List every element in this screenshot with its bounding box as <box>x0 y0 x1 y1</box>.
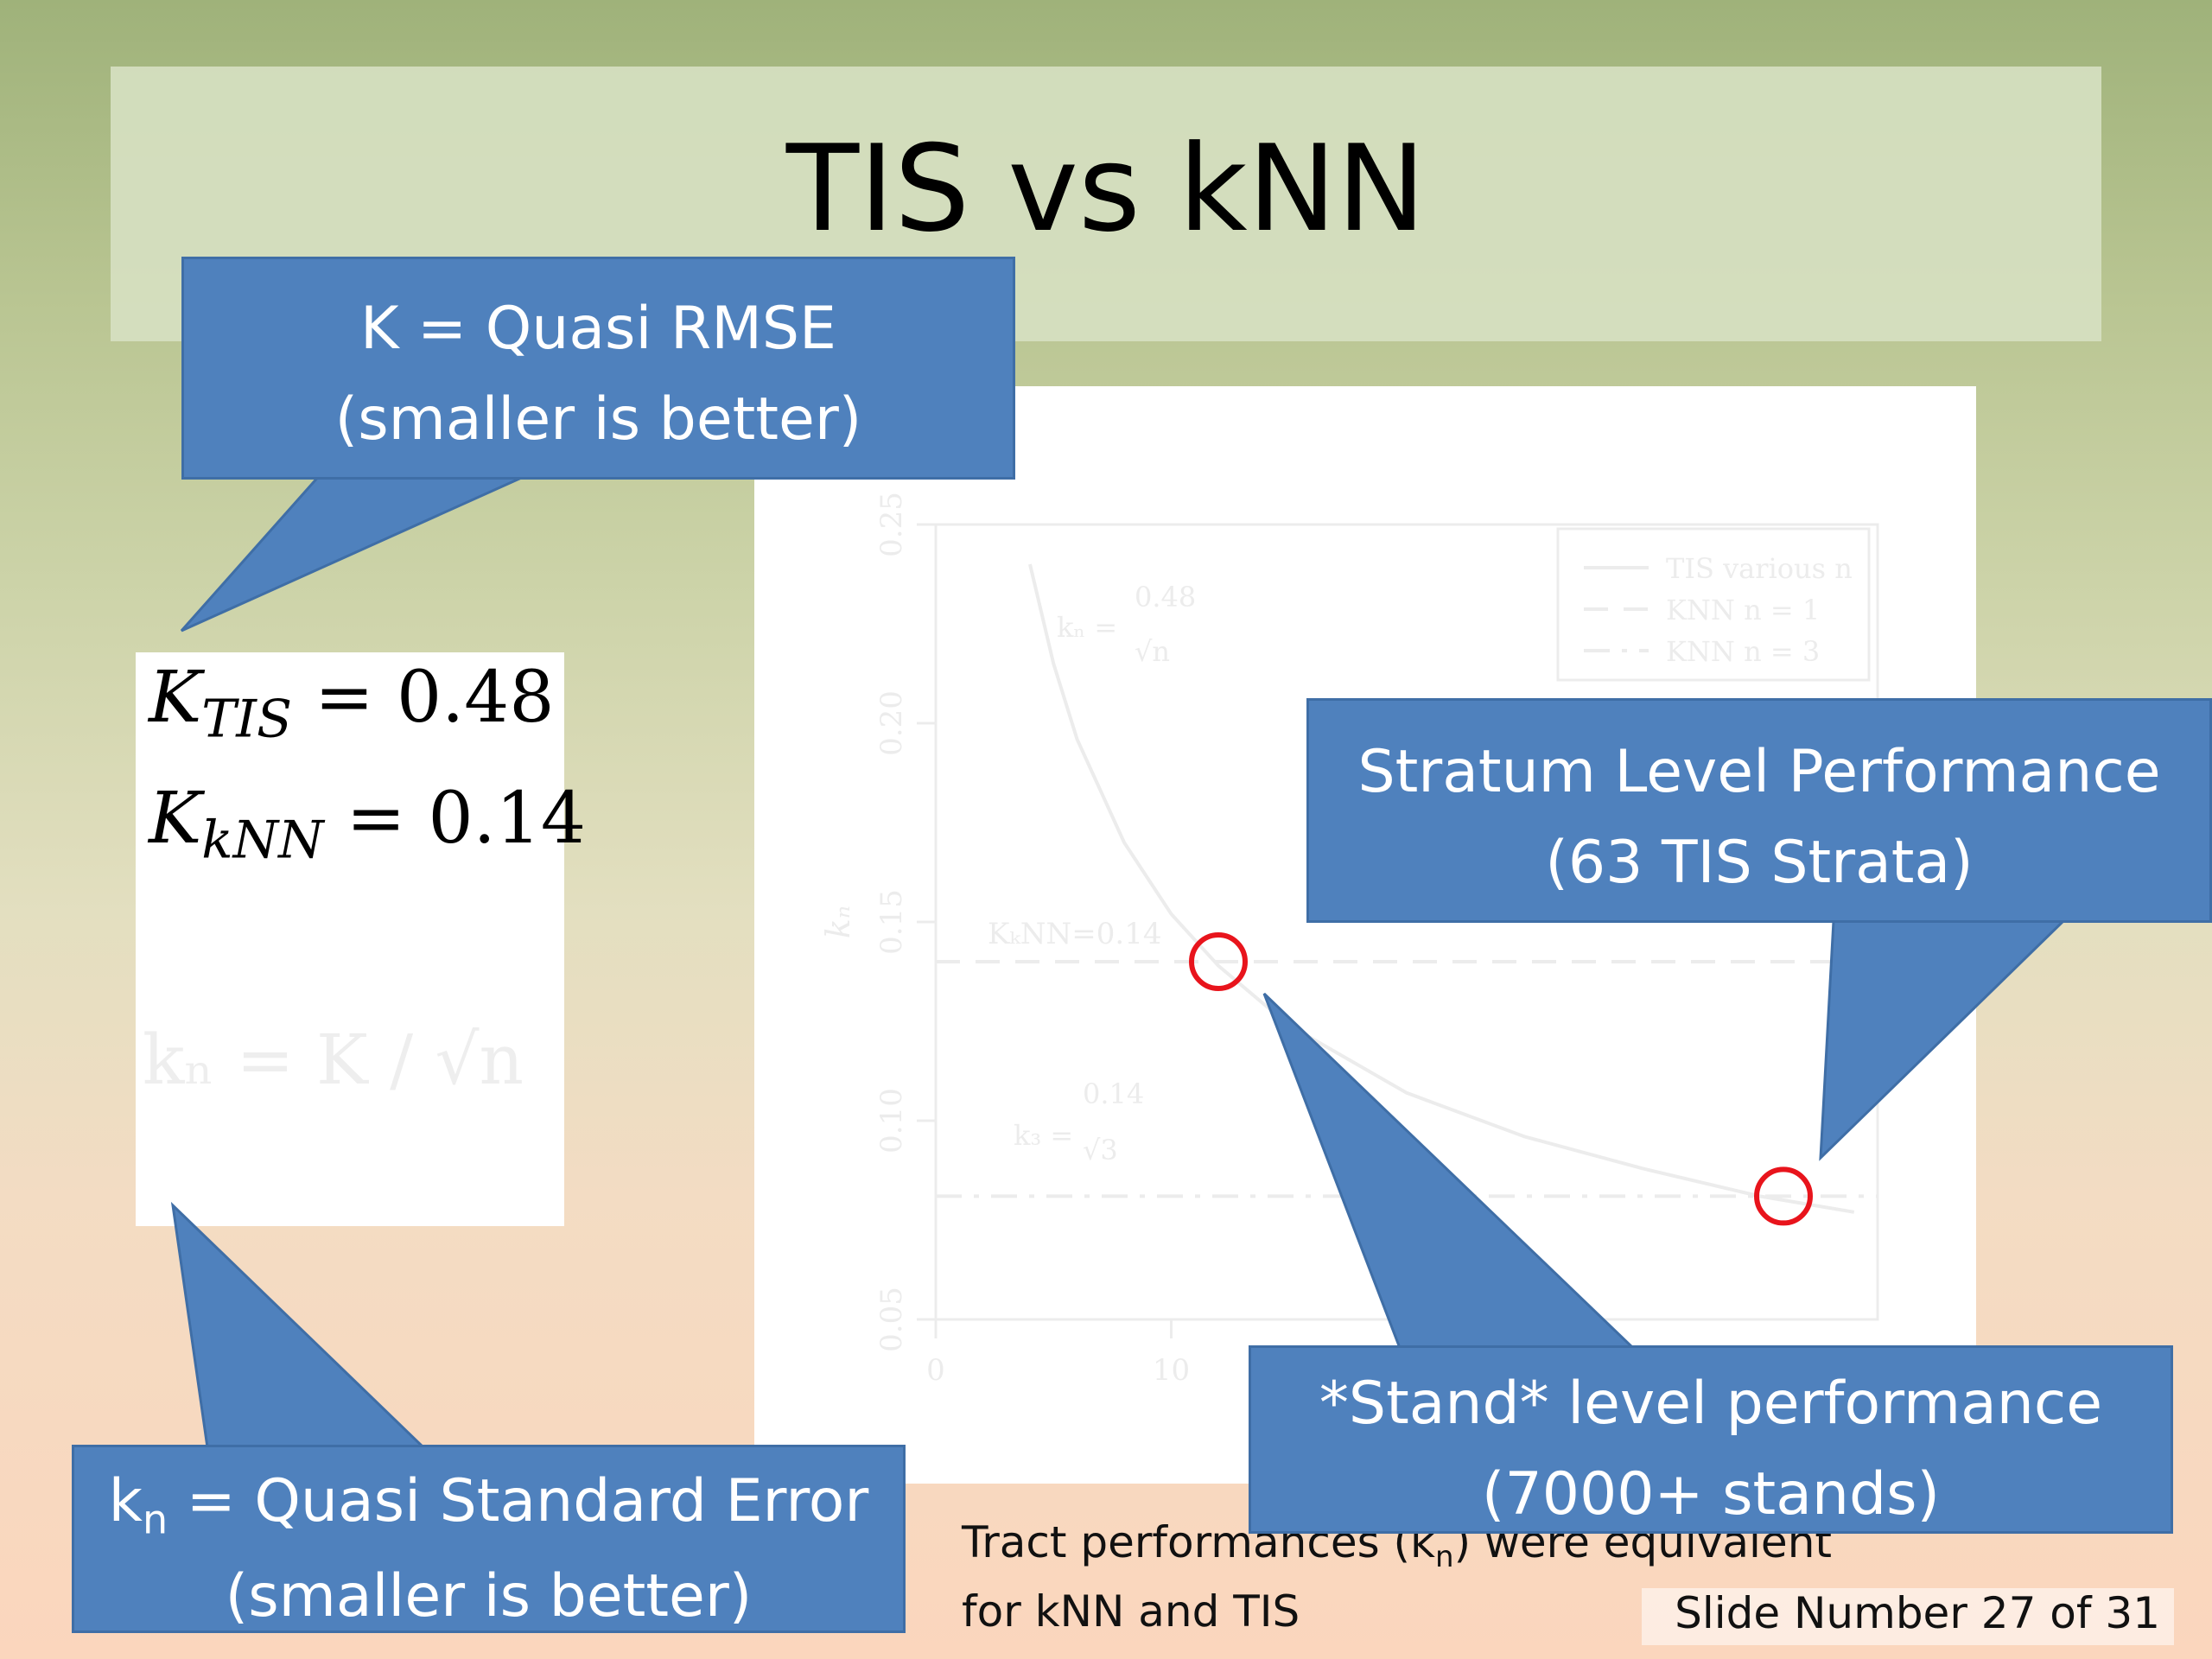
kn-faded-formula: kₙ = K / √n <box>143 1020 524 1100</box>
y-tick-label: 0.20 <box>874 690 909 756</box>
legend-entry: KNN n = 1 <box>1666 594 1820 626</box>
slide-number: Slide Number 27 of 31 <box>1642 1588 2174 1645</box>
footer-note-line2: for kNN and TIS <box>962 1586 1300 1637</box>
y-tick-label: 0.15 <box>874 889 909 955</box>
quasi-se-callout: kn = Quasi Standard Error (smaller is be… <box>72 1445 906 1633</box>
quasi-se-line2: (smaller is better) <box>225 1561 753 1630</box>
knn3-formula-numerator: 0.14 <box>1083 1077 1144 1110</box>
stratum-line2: (63 TIS Strata) <box>1545 829 1974 898</box>
quasi-se-subscript: n <box>143 1496 168 1543</box>
k-knn-value: = 0.14 <box>346 778 587 860</box>
slide-number-text: Slide Number 27 of 31 <box>1675 1588 2160 1638</box>
knn3-formula-denominator: √3 <box>1083 1134 1118 1166</box>
y-axis-label: kₙ <box>819 906 857 938</box>
knn3-formula-annotation: k₃ = <box>1014 1119 1073 1152</box>
x-tick-label: 0 <box>926 1353 945 1388</box>
chart-panel: 0.05 0.10 0.15 0.20 0.25 0 10 kₙ TIS various n KN… <box>754 386 1976 1484</box>
k-knn-subscript: kNN <box>201 810 324 871</box>
highlight-circle <box>1754 1166 1813 1226</box>
k-knn-symbol: K <box>149 778 202 860</box>
stand-line1: *Stand* level performance <box>1319 1370 2103 1438</box>
k-tis-value: = 0.48 <box>315 657 555 739</box>
stand-line2: (7000+ stands) <box>1481 1460 1941 1529</box>
k-tis-formula: KTIS = 0.48 <box>149 657 555 749</box>
y-tick-label: 0.10 <box>874 1088 909 1154</box>
stratum-line1: Stratum Level Performance <box>1357 738 2161 806</box>
formula-box <box>136 652 564 1226</box>
stratum-tail <box>1819 919 2067 1161</box>
stand-tail <box>1262 992 1637 1350</box>
quasi-se-tail <box>170 1201 427 1449</box>
series-line <box>1028 563 1855 1214</box>
legend-entry: KNN n = 3 <box>1666 635 1820 668</box>
k-tis-subscript: TIS <box>201 689 293 750</box>
knn1-annotation: KₖNN=0.14 <box>988 917 1162 951</box>
quasi-se-prefix: k <box>108 1467 143 1535</box>
legend-box <box>1556 527 1871 682</box>
quasi-rmse-tail <box>180 474 528 632</box>
y-tick-label: 0.05 <box>874 1287 909 1352</box>
quasi-se-suffix: = Quasi Standard Error <box>168 1467 869 1535</box>
y-tick-label: 0.25 <box>874 492 909 557</box>
footer-note-subscript: n <box>1435 1540 1454 1574</box>
tis-formula-denominator: √n <box>1135 635 1170 668</box>
k-tis-symbol: K <box>149 657 202 739</box>
k-knn-formula: KkNN = 0.14 <box>149 778 586 870</box>
tis-formula-annotation: kₙ = <box>1057 611 1117 644</box>
quasi-rmse-line1: K = Quasi RMSE <box>359 295 837 363</box>
legend-entry: TIS various n <box>1666 552 1853 585</box>
quasi-rmse-line2: (smaller is better) <box>334 385 862 454</box>
x-tick-label: 10 <box>1153 1353 1190 1388</box>
highlight-circle <box>1189 932 1248 991</box>
tis-formula-numerator: 0.48 <box>1135 581 1196 613</box>
stratum-callout: Stratum Level Performance (63 TIS Strata… <box>1306 698 2212 923</box>
stand-callout: *Stand* level performance (7000+ stands) <box>1249 1345 2173 1534</box>
slide-title: TIS vs kNN <box>785 119 1427 258</box>
quasi-rmse-callout: K = Quasi RMSE (smaller is better) <box>181 257 1015 480</box>
quasi-se-line1: kn = Quasi Standard Error <box>74 1456 903 1551</box>
